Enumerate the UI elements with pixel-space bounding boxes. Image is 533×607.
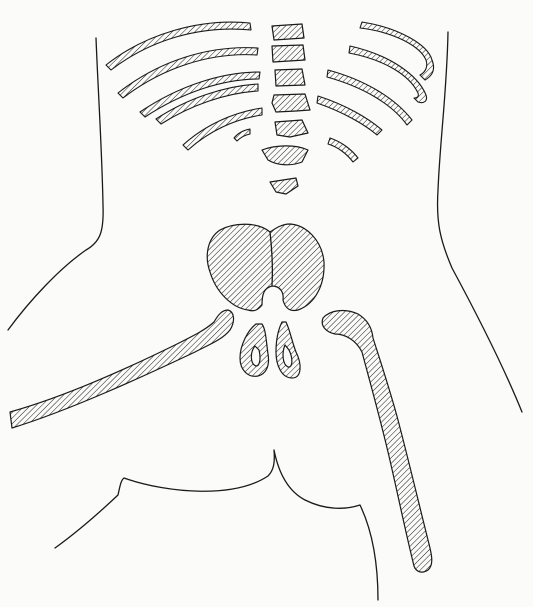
vertebra-2 xyxy=(272,45,305,62)
pelvis-ilia xyxy=(207,224,324,311)
rib-left-6 xyxy=(234,129,250,141)
vertebra-6 xyxy=(262,146,308,165)
vertebra-3 xyxy=(275,69,305,86)
rib-right-3 xyxy=(327,70,412,125)
vertebra-5 xyxy=(275,120,308,137)
body-outline-buttocks xyxy=(55,450,378,600)
body-outline-left-flank xyxy=(8,38,103,330)
vertebra-4 xyxy=(272,94,310,112)
body-outline-right-flank xyxy=(438,32,522,412)
rib-left-3 xyxy=(140,72,260,117)
rib-right-5 xyxy=(328,138,358,162)
femur-right xyxy=(322,311,432,573)
vertebra-7 xyxy=(270,178,298,194)
obturator-right xyxy=(276,322,300,378)
rib-right-4 xyxy=(317,96,382,135)
vertebra-1 xyxy=(272,24,304,40)
obturator-left xyxy=(240,324,269,376)
femur-left xyxy=(10,310,234,428)
rib-right-2 xyxy=(349,46,427,103)
